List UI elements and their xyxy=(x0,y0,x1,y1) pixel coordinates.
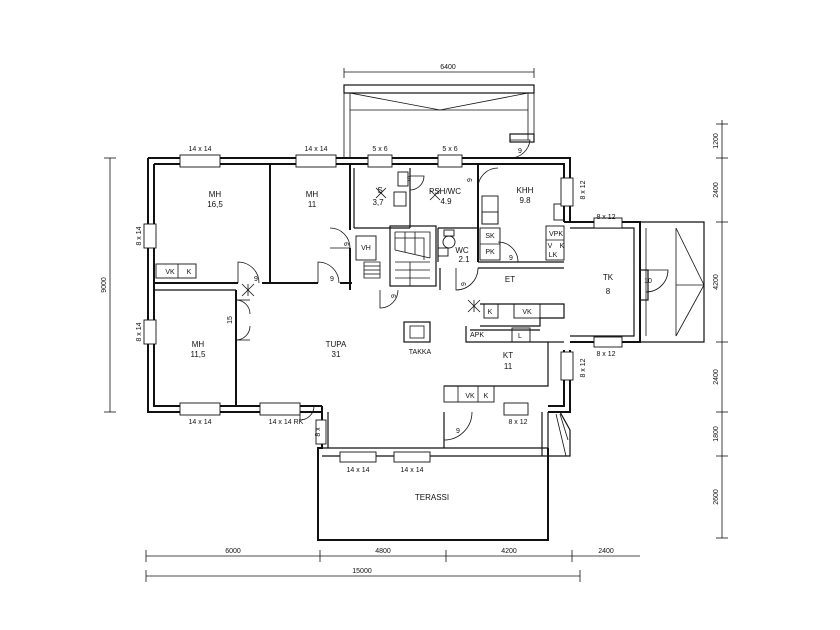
fixture-label: VH xyxy=(361,245,371,252)
room-wc-name: WC xyxy=(455,246,469,255)
room-tupa-area: 31 xyxy=(332,350,341,359)
fixture-label: VK xyxy=(165,269,175,276)
window-label: 8 x 12 xyxy=(580,180,587,199)
door-label: 9 xyxy=(407,176,411,183)
dim-label: 2400 xyxy=(598,548,614,555)
room-psh-area: 4.9 xyxy=(440,197,452,206)
room-khh-area: 9.8 xyxy=(519,196,531,205)
window-label: 14 x 14 xyxy=(189,146,212,153)
room-khh-name: KHH xyxy=(517,186,534,195)
dim-label: 4800 xyxy=(375,548,391,555)
window-label: 8 x 12 xyxy=(596,214,615,221)
door-labels: 9 9 9 9 9 9 9 9 9 9 10 xyxy=(254,148,652,435)
room-mh1-area: 16,5 xyxy=(207,200,223,209)
windows xyxy=(143,154,623,463)
window-label: 14 x 14 xyxy=(189,419,212,426)
window-label: 14 x 14 RK xyxy=(269,419,304,426)
fixture-label: VK xyxy=(522,309,532,316)
room-kt-area: 11 xyxy=(504,362,513,371)
room-tk-name: TK xyxy=(603,273,614,282)
window-label: 5 x 6 xyxy=(442,146,457,153)
window-label: 8 x 12 xyxy=(508,419,527,426)
staircase xyxy=(363,225,437,287)
room-sauna-name: S xyxy=(377,186,382,195)
fixture-label: V xyxy=(548,243,553,250)
dim-label: 1800 xyxy=(713,426,720,442)
tk-wing xyxy=(548,221,705,457)
fixture-label: APK xyxy=(470,332,484,339)
room-tk-area: 8 xyxy=(606,287,611,296)
dim-label: 1200 xyxy=(713,133,720,149)
fixture-label: SK xyxy=(485,233,495,240)
fixture-label: PK xyxy=(485,249,495,256)
fixture-label: K xyxy=(484,393,489,400)
dimension-labels: 6400 9000 1200 2400 4200 2400 1800 2600 … xyxy=(101,64,720,575)
fireplace xyxy=(403,321,431,343)
window-label: 8 x 12 xyxy=(580,358,587,377)
fixture-label: VK xyxy=(465,393,475,400)
doors xyxy=(235,139,669,441)
door-label: 10 xyxy=(644,278,652,285)
vent-markers xyxy=(241,187,481,313)
room-wc-area: 2.1 xyxy=(458,255,470,264)
window-label: 8 x xyxy=(315,427,322,437)
top-canopy xyxy=(343,84,535,158)
dimension-lines xyxy=(104,68,728,582)
fixture-labels: VK K VH SK PK K VK APK L VK K VPK V K LK xyxy=(165,231,564,400)
dim-label: 15000 xyxy=(352,568,372,575)
door-label: 9 xyxy=(391,294,398,298)
dim-label: 2400 xyxy=(713,369,720,385)
door-label: 9 xyxy=(461,282,468,286)
room-mh1-name: MH xyxy=(209,190,222,199)
door-label: 9 xyxy=(330,276,334,283)
window-label: 8 x 12 xyxy=(596,351,615,358)
takka-label: TAKKA xyxy=(409,349,432,356)
cabinets xyxy=(155,225,565,343)
window-labels: 14 x 14 14 x 14 5 x 6 5 x 6 14 x 14 14 x… xyxy=(136,146,616,474)
fixture-label: K xyxy=(187,269,192,276)
room-mh2-area: 11 xyxy=(308,200,317,209)
window-label: 15 xyxy=(227,316,234,324)
room-psh-name: PSH/WC xyxy=(429,187,461,196)
room-mh2-name: MH xyxy=(306,190,319,199)
room-terassi-name: TERASSI xyxy=(415,493,449,502)
dim-label: 9000 xyxy=(101,277,108,293)
fixture-label: L xyxy=(518,333,522,340)
window-label: 5 x 6 xyxy=(372,146,387,153)
room-sauna-area: 3,7 xyxy=(372,198,384,207)
dim-label: 6000 xyxy=(225,548,241,555)
window-label: 8 x 14 xyxy=(136,226,143,245)
fixture-label: VPK xyxy=(549,231,563,238)
fixture-label: K xyxy=(560,243,565,250)
door-label: 9 xyxy=(467,178,474,182)
room-mh3-area: 11,5 xyxy=(191,350,207,359)
interior-walls xyxy=(154,164,565,406)
room-et-name: ET xyxy=(505,275,515,284)
window-label: 14 x 14 xyxy=(305,146,328,153)
window-label: 14 x 14 xyxy=(347,467,370,474)
door-label: 9 xyxy=(509,255,513,262)
dim-label: 2400 xyxy=(713,182,720,198)
door-label: 9 xyxy=(254,276,258,283)
dim-label: 6400 xyxy=(440,64,456,71)
room-labels: MH 16,5 MH 11 MH 11,5 S 3,7 PSH/WC 4.9 K… xyxy=(191,186,614,502)
fixture-label: LK xyxy=(549,252,558,259)
room-tupa-name: TUPA xyxy=(326,340,347,349)
dim-label: 4200 xyxy=(501,548,517,555)
dim-label: 2600 xyxy=(713,489,720,505)
bath-fixtures xyxy=(393,171,565,257)
dim-label: 4200 xyxy=(713,274,720,290)
door-label: 9 xyxy=(344,242,351,246)
room-mh3-name: MH xyxy=(192,340,205,349)
window-label: 14 x 14 xyxy=(401,467,424,474)
door-label: 9 xyxy=(518,148,522,155)
room-kt-name: KT xyxy=(503,351,513,360)
door-label: 9 xyxy=(456,428,460,435)
window-label: 8 x 14 xyxy=(136,322,143,341)
exterior-walls xyxy=(147,157,571,541)
fixture-label: K xyxy=(488,309,493,316)
